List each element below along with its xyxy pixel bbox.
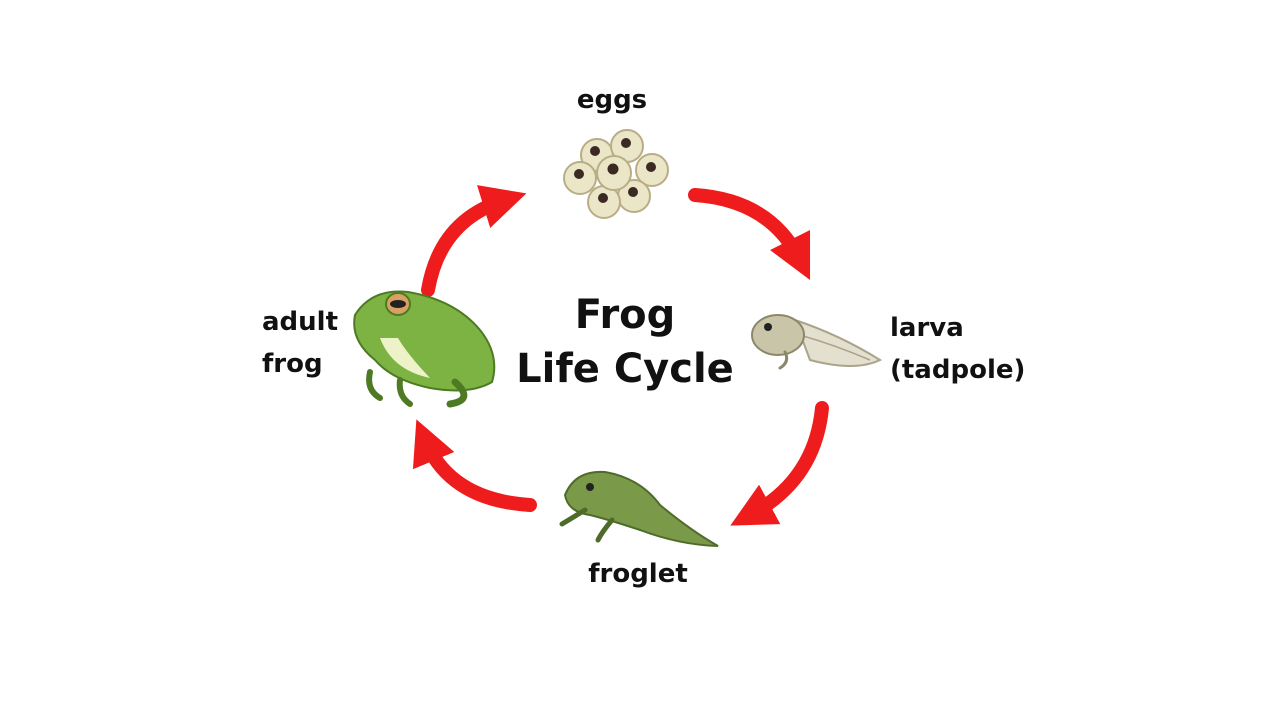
- egg: [610, 129, 644, 163]
- tadpole-illustration: [751, 314, 883, 370]
- arrow-froglet-to-adult: [412, 419, 537, 512]
- egg: [587, 185, 621, 219]
- adult-label-line-2: frog: [262, 349, 323, 379]
- adult-label-line-1: adult: [262, 307, 338, 337]
- arrow-larva-to-froglet: [730, 401, 829, 526]
- froglet-illustration: [559, 470, 719, 547]
- larva-label-line-1: larva: [890, 313, 964, 343]
- egg: [635, 153, 669, 187]
- eggs-label: eggs: [577, 85, 647, 115]
- arrow-eggs-to-larva: [688, 188, 811, 281]
- title-line-1: Frog: [575, 292, 676, 338]
- adult-frog-illustration: [353, 290, 496, 408]
- diagram-title: Frog Life Cycle: [516, 292, 734, 392]
- larva-label-line-2: (tadpole): [890, 355, 1025, 385]
- froglet-label: froglet: [588, 559, 688, 589]
- cycle-arrows: [412, 185, 829, 526]
- title-line-2: Life Cycle: [516, 346, 734, 392]
- arrow-adult-to-eggs: [421, 185, 527, 297]
- egg: [596, 155, 632, 191]
- eggs-illustration: [563, 129, 669, 219]
- egg: [563, 161, 597, 195]
